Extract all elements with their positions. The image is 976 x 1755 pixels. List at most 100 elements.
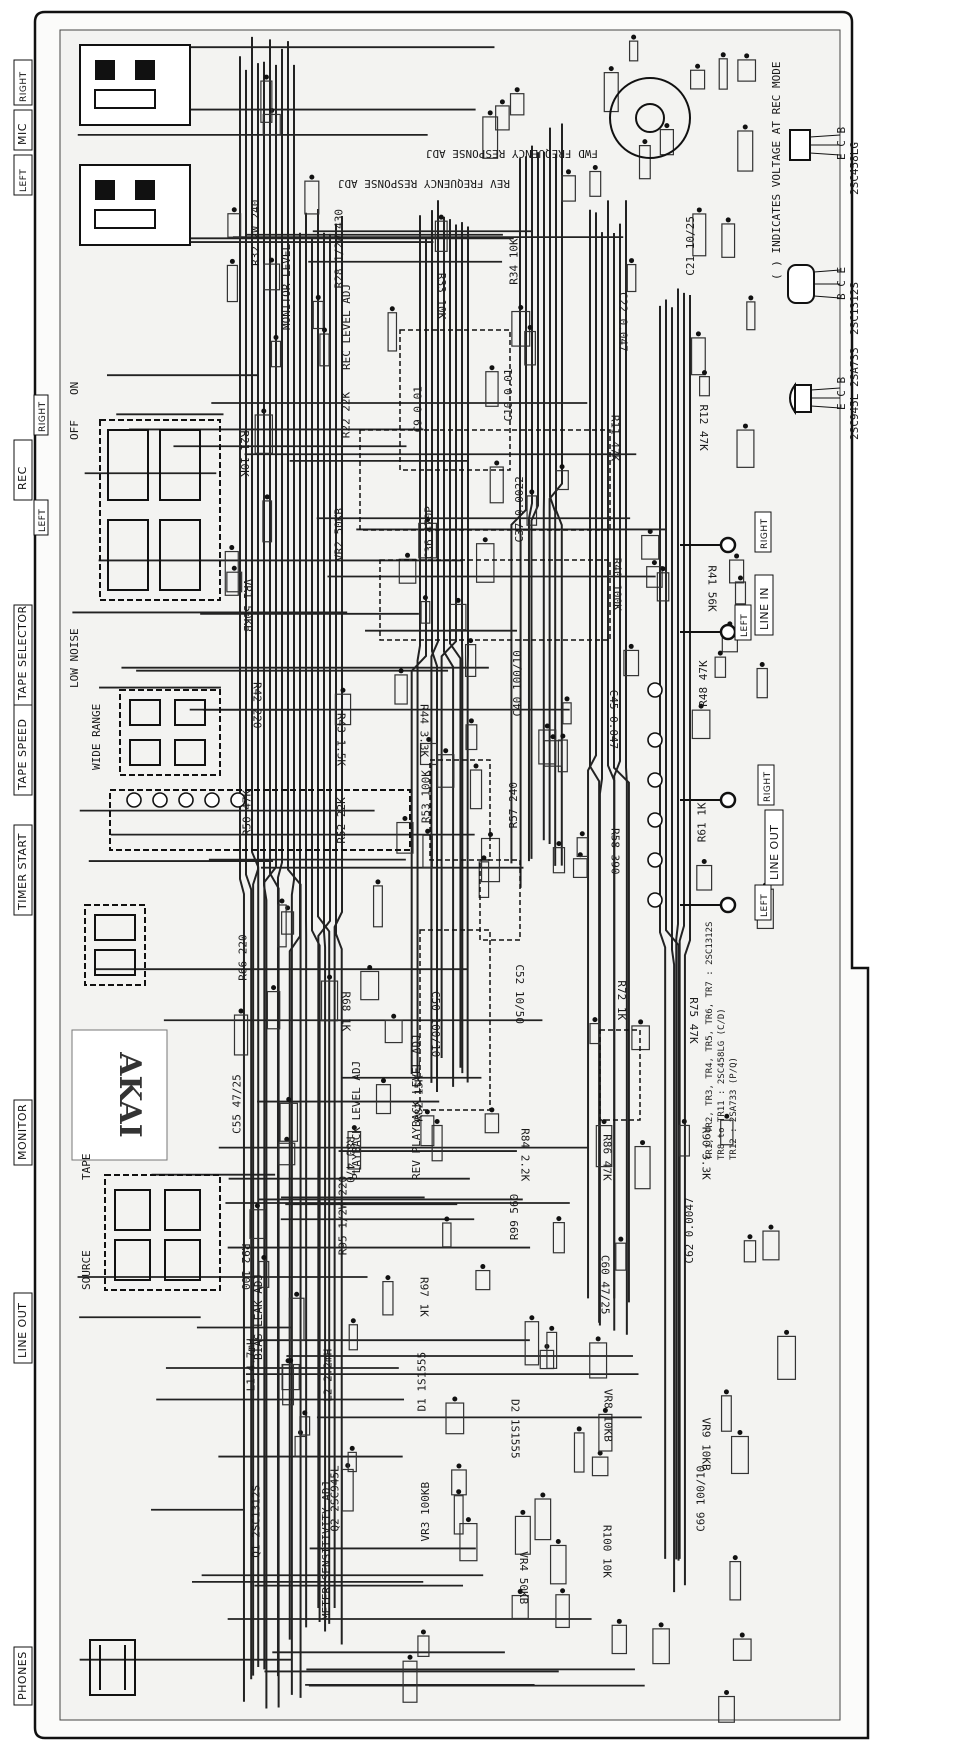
- svg-text:LINE OUT: LINE OUT: [768, 825, 781, 880]
- component-label: R48 47K: [697, 660, 710, 707]
- switch-off: OFF: [68, 420, 81, 440]
- component-label: C55 47/25: [231, 1074, 244, 1134]
- svg-text:TAPE SELECTOR: TAPE SELECTOR: [16, 605, 29, 701]
- note-tr-list-3: TR12 : 2SA733 (P/Q): [729, 1057, 739, 1160]
- transistor-3: 2SC945L 2SA733 E C B: [789, 347, 861, 440]
- component-label: R53 100K: [419, 770, 432, 823]
- label-tape-selector: TAPE SELECTOR: [13, 604, 33, 706]
- component-label: R92 100: [239, 1244, 252, 1290]
- component-label: C21 10/25: [684, 216, 697, 276]
- svg-text:REC: REC: [16, 466, 29, 490]
- rotary-selector: [609, 77, 691, 159]
- component-label: R40 100K: [610, 558, 623, 611]
- tape-selector-switch: [119, 689, 221, 776]
- rec-switch: [99, 419, 221, 601]
- label-tape-speed: TAPE SPEED: [13, 704, 33, 796]
- component-label: R80 470: [343, 1137, 356, 1183]
- component-label: R44 3.3K: [418, 704, 431, 757]
- svg-text:LINE IN: LINE IN: [758, 587, 771, 630]
- label-mic: MIC RIGHT LEFT: [13, 59, 33, 196]
- component-label: R99 560: [508, 1194, 521, 1240]
- adj-monitor-level: MONITOR LEVEL: [280, 244, 293, 330]
- component-label: VR1 50KB: [241, 579, 254, 632]
- switch-wide-range: WIDE RANGE: [90, 704, 103, 770]
- note-tr-list-2: TR8 to TR11 : 2SC458LG (C/D): [717, 1008, 727, 1160]
- component-label: R72 1K: [615, 980, 628, 1020]
- component-label: C9 0.01: [411, 386, 424, 432]
- adj-meter-sensitivity: METER SENSITIVITY ADJ: [320, 1481, 333, 1620]
- brand-block: AKAI: [71, 1029, 168, 1161]
- switch-low-noise: LOW NOISE: [68, 628, 81, 688]
- component-label: R43 1.5K: [334, 713, 347, 766]
- component-label: R100 10K: [600, 1525, 613, 1578]
- label-line-out: LINE OUT: [13, 1292, 33, 1364]
- component-label: R68 1K: [339, 992, 352, 1032]
- component-label: R12 47K: [697, 404, 710, 451]
- svg-text:LEFT: LEFT: [760, 894, 770, 917]
- adj-bias-leak: BIAS LEAK ADJ: [252, 1274, 265, 1360]
- tape-speed-switch: [109, 789, 411, 851]
- svg-text:LEFT: LEFT: [38, 509, 48, 532]
- component-label: R34 10K: [508, 238, 521, 285]
- component-label: R82 15K: [412, 1075, 425, 1122]
- component-label: L1 4.7mH: [245, 1338, 258, 1391]
- component-label: R84 2.2K: [519, 1128, 532, 1181]
- label-line-out-right: LINE OUT LEFT RIGHT: [754, 764, 784, 921]
- component-label: R58 390: [608, 828, 621, 874]
- component-label: C60 47/25: [599, 1255, 612, 1315]
- label-timer-start: TIMER START: [13, 824, 33, 916]
- component-label: R95 1/2W 220: [337, 1176, 350, 1255]
- adj-fwd-freq: FWD FREQUENCY RESPONSE ADJ: [426, 147, 598, 160]
- adj-playback-level: PLAYBACK LEVEL ADJ: [350, 1061, 363, 1180]
- component-label: R32 2W 240: [249, 200, 262, 266]
- note-rec-mode: ( ) INDICATES VOLTAGE AT REC MODE: [770, 61, 783, 280]
- svg-text:RIGHT: RIGHT: [19, 71, 29, 102]
- component-label: R42 220: [250, 682, 263, 728]
- right-edge-labels: LINE IN LEFT RIGHT LINE OUT LEFT RIGHT: [734, 511, 784, 921]
- svg-text:LEFT: LEFT: [740, 614, 750, 637]
- mic-jack-right: [79, 44, 191, 126]
- svg-text:TIMER START: TIMER START: [16, 833, 29, 911]
- svg-text:PHONES: PHONES: [16, 1651, 29, 1700]
- switch-tape: TAPE: [80, 1154, 93, 1181]
- component-label: R86 47K: [601, 1134, 614, 1181]
- component-label: Q2 2SC945L: [329, 1465, 342, 1532]
- component-label: R61 1K: [696, 802, 709, 842]
- component-label: Q1 2SC1312S: [249, 1485, 262, 1558]
- component-label: C36 470P: [422, 506, 435, 559]
- transistor-1: 2SC458LG E C B: [789, 127, 861, 195]
- component-label: C45 0.047: [607, 690, 620, 750]
- component-label: C62 0.0047: [683, 1197, 696, 1263]
- component-label: C40 100/10: [511, 650, 524, 716]
- switch-source: SOURCE: [80, 1250, 93, 1290]
- annotations: ( ) INDICATES VOLTAGE AT REC MODE TR1, T…: [68, 61, 783, 1620]
- component-label: R90 3.3K: [700, 1127, 713, 1180]
- component-label: D1 1S1555: [416, 1352, 429, 1412]
- svg-text:RIGHT: RIGHT: [38, 401, 48, 432]
- left-edge-labels: PHONES LINE OUT MONITOR TIMER START TAPE…: [13, 59, 49, 1706]
- copper-traces: [72, 36, 691, 1709]
- svg-text:2SC945L 2SA733: 2SC945L 2SA733: [848, 347, 861, 440]
- svg-text:TAPE SPEED: TAPE SPEED: [16, 719, 29, 791]
- component-label: R52 22K: [335, 797, 348, 844]
- svg-text:E C B: E C B: [835, 377, 848, 410]
- adj-rev-freq: REV FREQUENCY RESPONSE ADJ: [338, 177, 510, 190]
- svg-text:2SC1312S: 2SC1312S: [848, 282, 861, 335]
- transistor-legend: 2SC458LG E C B 2SC1312S B C E 2SC945L 2S…: [787, 127, 861, 440]
- component-label: R66 220: [237, 934, 250, 980]
- component-label: R33 10K: [435, 273, 448, 320]
- component-label: R97 1K: [418, 1277, 431, 1317]
- brand-text: AKAI: [112, 1051, 147, 1137]
- component-label: C50 100/10: [429, 991, 442, 1057]
- component-label: VR3 100KB: [419, 1482, 432, 1542]
- component-label: VR4 50KB: [517, 1551, 530, 1604]
- component-label: C66 100/10: [694, 1466, 707, 1532]
- svg-text:E C B: E C B: [835, 127, 848, 160]
- svg-text:RIGHT: RIGHT: [763, 771, 773, 802]
- component-label: R22 22K: [339, 392, 352, 439]
- label-phones: PHONES: [13, 1646, 33, 1706]
- component-label: D2 1S1555: [508, 1399, 521, 1459]
- note-tr-list-1: TR1, TR2, TR3, TR4, TR5, TR6, TR7 : 2SC1…: [705, 922, 715, 1160]
